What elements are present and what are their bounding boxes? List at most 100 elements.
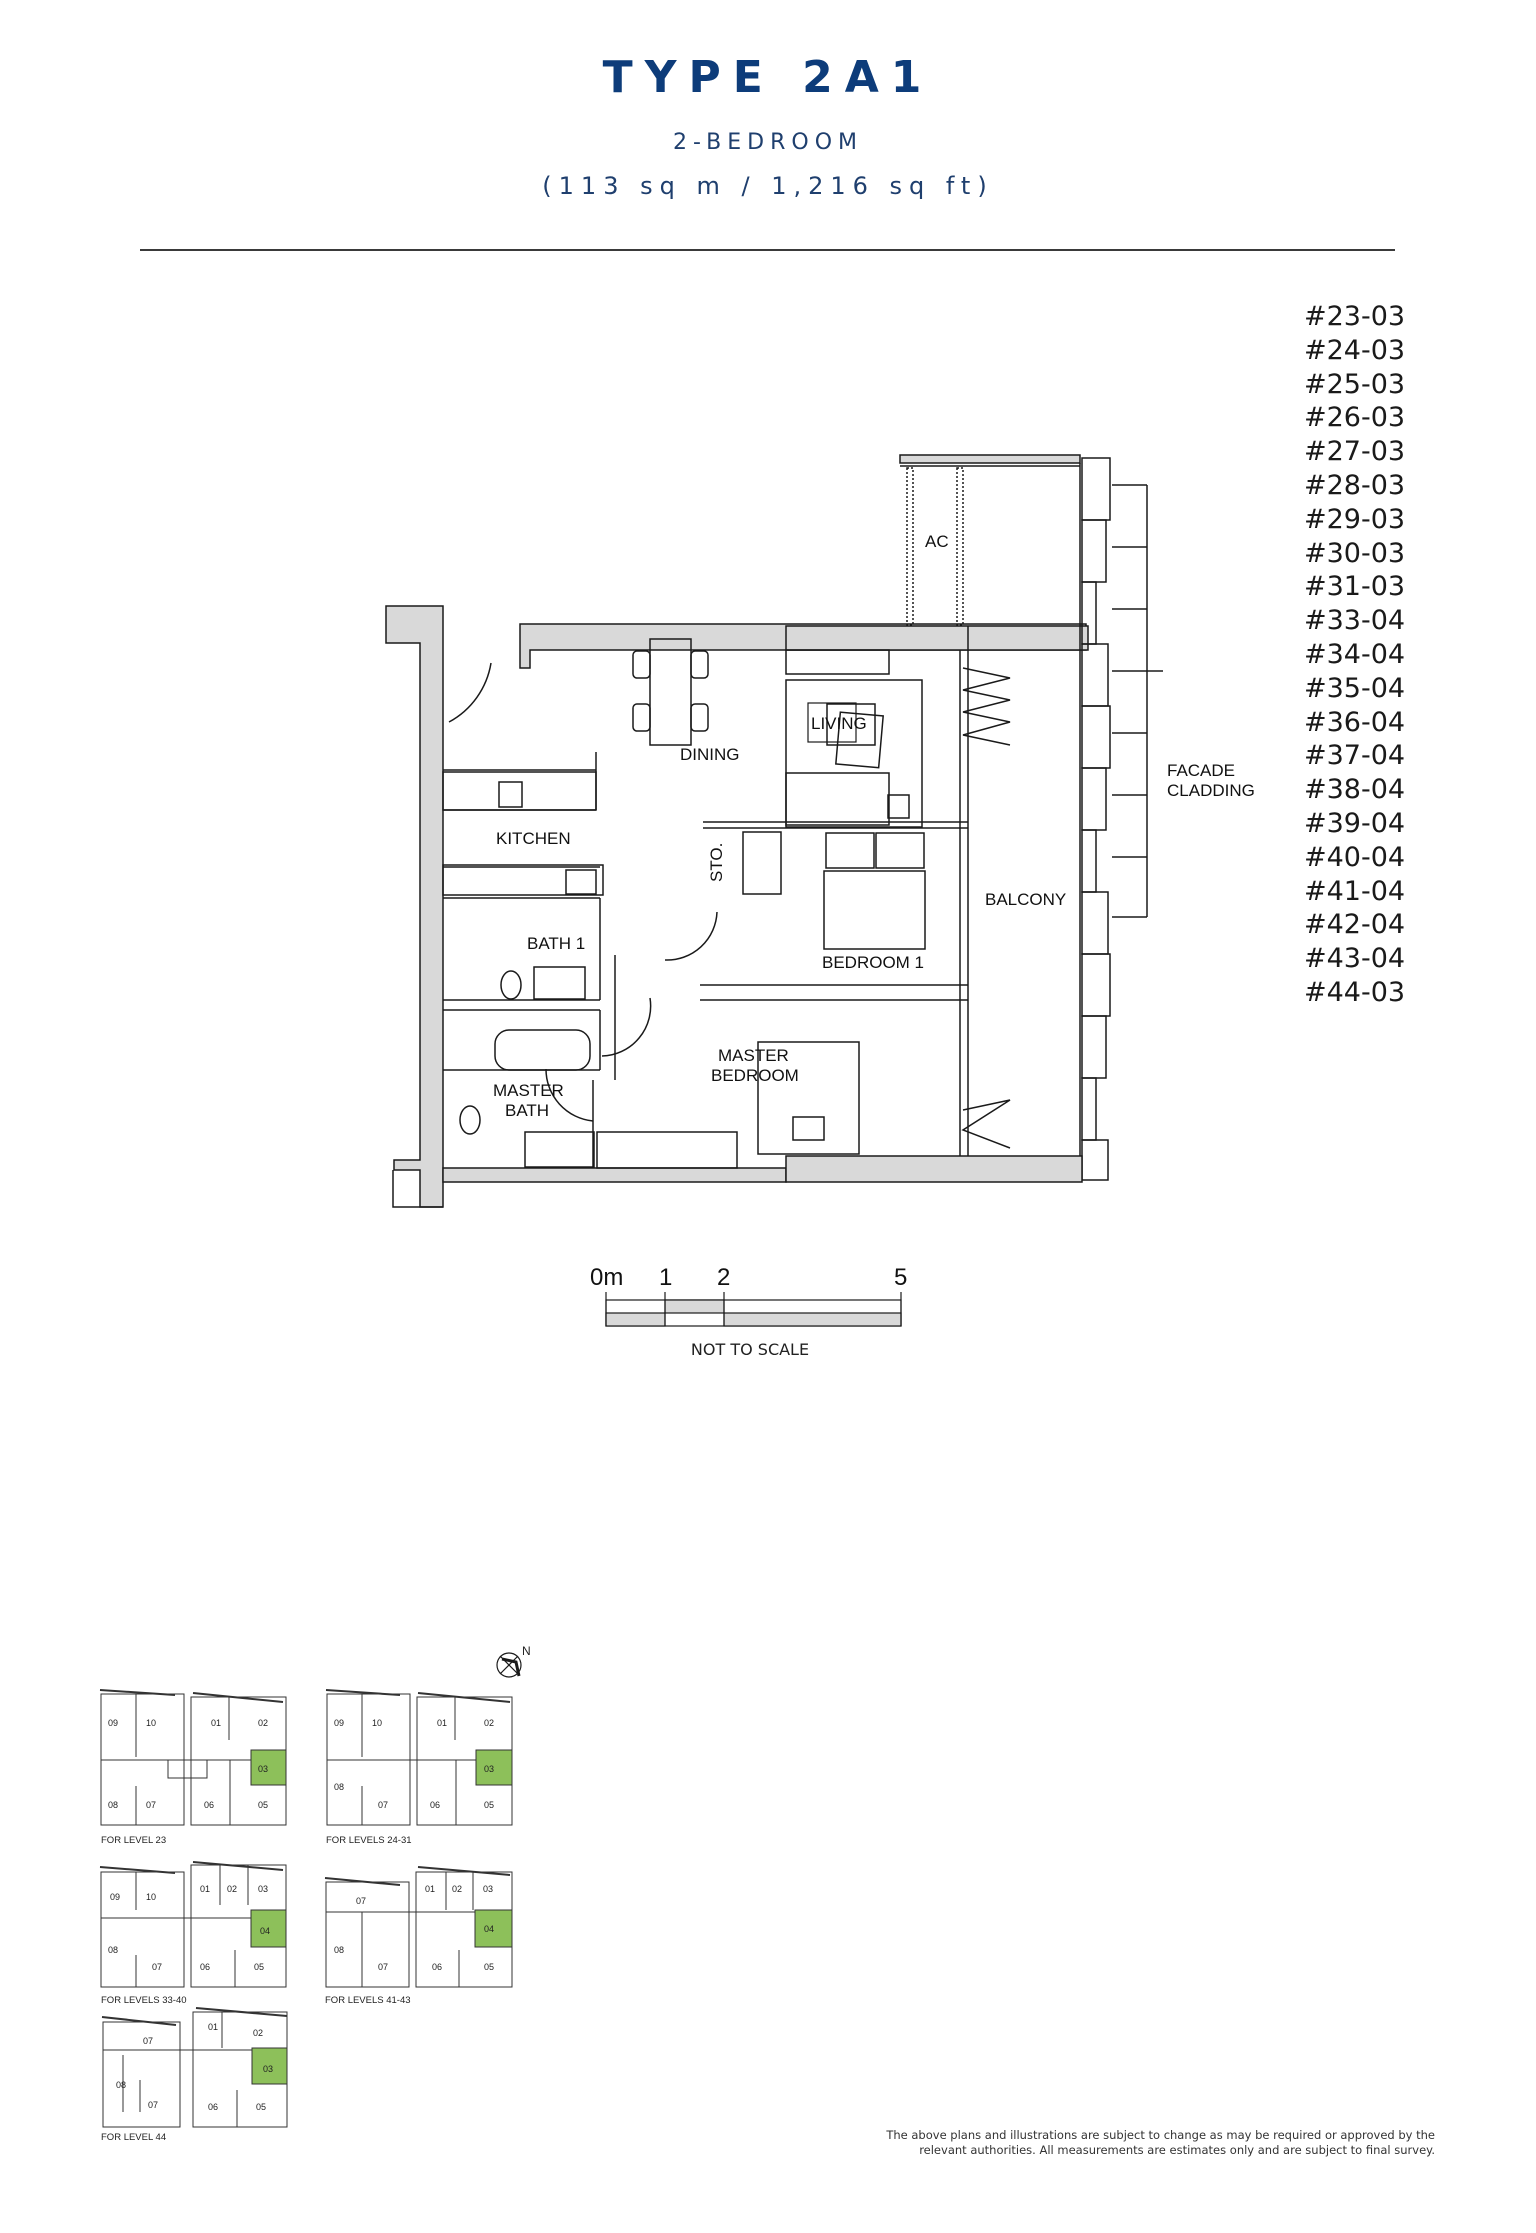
disclaimer-line-1: The above plans and illustrations are su… (886, 2128, 1435, 2142)
svg-text:05: 05 (484, 1800, 494, 1810)
svg-text:01: 01 (211, 1718, 221, 1728)
armchair (835, 711, 884, 769)
unit-number: #33-04 (1304, 605, 1406, 637)
kitchen-sink (498, 781, 523, 808)
ac-louvre-left (906, 467, 914, 626)
room-label-kitchen: KITCHEN (496, 829, 571, 848)
svg-text:01: 01 (208, 2022, 218, 2032)
key-plan-levels-41-43 (324, 1866, 513, 1988)
unit-number: #43-04 (1304, 943, 1406, 975)
svg-text:08: 08 (334, 1782, 344, 1792)
room-label-master-bedroom: MASTER (718, 1046, 789, 1065)
sofa (785, 772, 890, 826)
svg-text:07: 07 (152, 1962, 162, 1972)
svg-text:04: 04 (484, 1924, 494, 1934)
scale-tick-5: 5 (894, 1264, 907, 1291)
scale-bar (605, 1292, 902, 1327)
room-label-living: LIVING (811, 714, 867, 733)
svg-text:09: 09 (108, 1718, 118, 1728)
bedroom-count: 2-BEDROOM (673, 130, 863, 155)
svg-text:03: 03 (484, 1764, 494, 1774)
svg-text:06: 06 (200, 1962, 210, 1972)
dining-table (649, 638, 692, 746)
svg-text:06: 06 (432, 1962, 442, 1972)
unit-type-title: TYPE 2A1 (602, 52, 934, 103)
master-bath-vanity (524, 1131, 595, 1168)
svg-text:05: 05 (254, 1962, 264, 1972)
wall-bottom (442, 1167, 787, 1183)
scale-tick-2: 2 (717, 1264, 730, 1291)
not-to-scale-note: NOT TO SCALE (690, 1340, 810, 1359)
master-bedroom-door-swing (601, 997, 652, 1057)
key-plan-levels-24-31 (325, 1689, 513, 1826)
svg-text:02: 02 (227, 1884, 237, 1894)
unit-number: #25-03 (1304, 368, 1406, 400)
facade-cladding-panels (1081, 457, 1111, 1181)
svg-text:02: 02 (258, 1718, 268, 1728)
key-plan-caption: FOR LEVELS 33-40 (101, 1995, 187, 2006)
room-label-bedroom1: BEDROOM 1 (822, 953, 924, 972)
dining-chair (632, 650, 651, 679)
master-bed (757, 1041, 860, 1155)
unit-number: #38-04 (1304, 774, 1406, 806)
key-plan-caption: FOR LEVELS 41-43 (325, 1995, 411, 2006)
master-bath-door-swing (545, 1068, 594, 1122)
unit-number: #42-04 (1304, 909, 1406, 941)
entrance-door-swing (448, 662, 492, 723)
wall-top-living (785, 625, 1089, 651)
svg-text:03: 03 (483, 1884, 493, 1894)
svg-text:01: 01 (200, 1884, 210, 1894)
key-plan-level-23 (99, 1689, 287, 1826)
wall-left (385, 605, 444, 1208)
unit-number-list: #23-03 #24-03 #25-03 #26-03 #27-03 #28-0… (1304, 300, 1424, 1010)
facade-leader-lines (1112, 484, 1163, 918)
wall-left-outer (392, 1170, 443, 1208)
master-bath-toilet (459, 1105, 481, 1135)
svg-text:04: 04 (260, 1926, 270, 1936)
svg-text:09: 09 (334, 1718, 344, 1728)
key-plan-levels-33-40 (99, 1861, 287, 1988)
unit-number: #30-03 (1304, 537, 1406, 569)
unit-number: #39-04 (1304, 807, 1406, 839)
north-label: N (522, 1644, 531, 1658)
cooktop (565, 869, 597, 895)
svg-text:08: 08 (108, 1800, 118, 1810)
key-plan-caption: FOR LEVELS 24-31 (326, 1835, 412, 1846)
unit-area: (113 sq m / 1,216 sq ft) (542, 172, 994, 200)
coffee-table (826, 703, 876, 746)
unit-number: #36-04 (1304, 706, 1406, 738)
unit-number: #31-03 (1304, 571, 1406, 603)
unit-number: #44-03 (1304, 976, 1406, 1008)
bedroom1-headboard-left (825, 832, 875, 869)
room-label-master-bath: MASTER (493, 1081, 564, 1100)
wall-bottom-right (785, 1155, 1083, 1183)
svg-text:01: 01 (437, 1718, 447, 1728)
svg-text:05: 05 (256, 2102, 266, 2112)
disclaimer: The above plans and illustrations are su… (800, 2128, 1435, 2158)
ac-ledge (899, 454, 1081, 464)
unit-number: #34-04 (1304, 638, 1406, 670)
svg-text:07: 07 (148, 2100, 158, 2110)
bedroom1-wardrobe (742, 831, 782, 895)
svg-text:08: 08 (334, 1945, 344, 1955)
sliding-door-master (961, 1099, 1011, 1149)
master-desk (792, 1116, 825, 1141)
room-label-bath1: BATH 1 (527, 934, 585, 953)
master-bathtub (494, 1029, 591, 1071)
svg-text:01: 01 (425, 1884, 435, 1894)
svg-text:07: 07 (378, 1962, 388, 1972)
dining-chair (690, 650, 709, 679)
svg-text:08: 08 (108, 1945, 118, 1955)
key-plan-caption: FOR LEVEL 44 (101, 2132, 166, 2143)
north-arrow-icon (496, 1652, 522, 1678)
unit-number: #26-03 (1304, 402, 1406, 434)
svg-text:07: 07 (356, 1896, 366, 1906)
unit-number: #24-03 (1304, 334, 1406, 366)
room-label-balcony: BALCONY (985, 890, 1066, 909)
facade-cladding-label: FACADE (1167, 761, 1235, 780)
svg-text:06: 06 (208, 2102, 218, 2112)
sliding-door-living (962, 667, 1011, 746)
unit-number: #35-04 (1304, 672, 1406, 704)
key-plan-caption: FOR LEVEL 23 (101, 1835, 166, 1846)
